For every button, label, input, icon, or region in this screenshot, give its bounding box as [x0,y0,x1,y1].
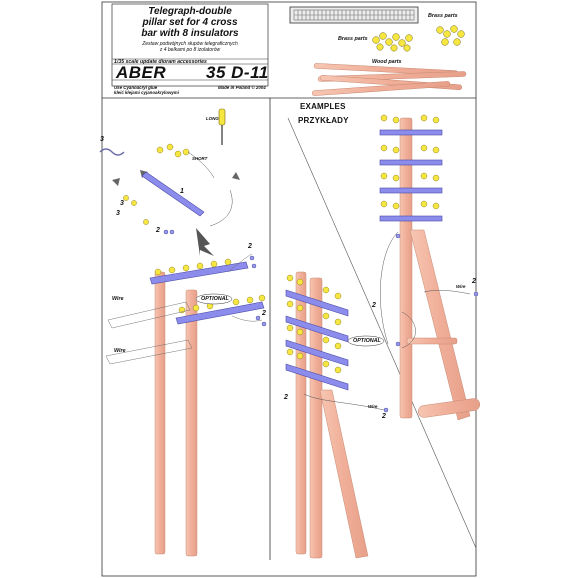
wire-label-1: Wire [112,296,124,302]
step-number-3a: 3 [100,136,104,143]
left-crossbars [149,258,266,325]
step-number-2a: 2 [156,227,160,234]
wire-label-4: Wire [368,404,378,409]
product-title-line-2: pillar set for 4 cross [142,17,238,28]
wire-squiggle [99,148,125,156]
knife-tool-icon [218,108,226,145]
wire-label-3: Wire [456,284,466,289]
product-code: 35 D-11 [206,63,269,82]
short-label: SHORT [192,156,208,161]
step-arrows [112,170,240,186]
lower-pole-crossbars [285,274,349,391]
examples-title-pl: PRZYKŁADY [298,116,349,125]
step-number-1: 1 [180,188,184,195]
brass-parts-label-2: Brass parts [428,13,458,19]
examples-title-en: EXAMPLES [300,102,346,111]
left-pillars [154,271,198,557]
lower-pole-wire [303,393,385,411]
optional-label-right: OPTIONAL [353,338,381,344]
brass-fret [289,6,419,24]
examples-diagonal [287,117,477,549]
optional-label-left: OPTIONAL [201,296,229,302]
lower-pole [295,271,369,559]
wood-parts [311,63,467,96]
glue-note-pl: kleić klejami cyjanoakrylowymi [114,90,179,95]
wire-lines-left [105,253,263,365]
wire-label-2: Wire [114,348,126,354]
step-number-2b: 2 [248,243,252,250]
subtitle-line-1: Zestaw podwójnych słupów telegraficznych [142,41,238,47]
screw-parts-left [163,229,267,327]
title-box [111,3,269,87]
step-number-2c: 2 [262,310,266,317]
long-label: LONG [206,116,219,121]
crossbar-exploded [123,143,233,227]
brass-insulators-header [372,25,465,52]
step-number-2d: 2 [472,278,476,285]
step-number-2g: 2 [382,413,386,420]
step-number-2e: 2 [372,302,376,309]
step-number-3c: 3 [116,210,120,217]
step-number-3b: 3 [120,200,124,207]
sheet-frame [101,1,477,577]
brand-name: ABER [116,63,167,82]
wood-parts-label: Wood parts [372,59,402,65]
optional-badge-left [195,293,233,305]
scale-note: 1/35 scale update dioram accessories [114,59,207,65]
product-title-line-3: bar with 8 insulators [141,28,239,39]
step-number-2f: 2 [284,394,288,401]
assembly-arrow-large [196,228,214,256]
subtitle-line-2: z 4 belkami po 8 izolatorów [159,47,221,53]
right-tower-crossbars [379,114,443,222]
made-in-note: Made in Poland © 2004 [218,85,266,90]
brass-parts-label-1: Brass parts [338,36,368,42]
product-title-line-1: Telegraph-double [148,6,232,17]
glue-note-en: Use Cyanoacryl glue [114,85,158,90]
